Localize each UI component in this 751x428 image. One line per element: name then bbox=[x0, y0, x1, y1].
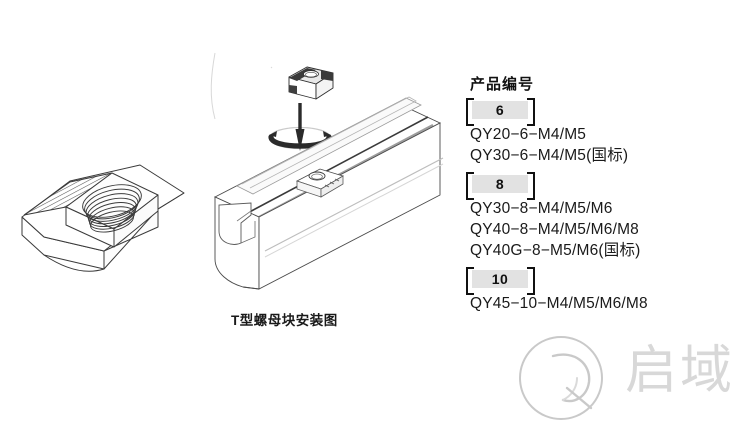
q-circle-logo-icon bbox=[519, 336, 603, 420]
slot-size-value: 8 bbox=[495, 176, 505, 192]
bracket-left-icon bbox=[466, 98, 474, 126]
spec-item: QY30−8−M4/M5/M6 bbox=[470, 200, 613, 217]
slot-size-tag-8: 8 bbox=[466, 172, 535, 200]
spec-group-10: 10 QY45−10−M4/M5/M6/M8 bbox=[466, 267, 740, 314]
diagram-caption: T型螺母块安装图 bbox=[231, 313, 338, 328]
faint-artifact bbox=[210, 52, 273, 120]
bracket-left-icon bbox=[466, 267, 474, 295]
t-nut-installation-drawing bbox=[185, 45, 450, 300]
slot-size-tag-6: 6 bbox=[466, 98, 535, 126]
bracket-right-icon bbox=[527, 172, 535, 200]
slot-size-tag-10: 10 bbox=[466, 267, 535, 295]
spec-item: QY30−6−M4/M5(国标) bbox=[470, 147, 629, 164]
spec-item: QY40G−8−M5/M6(国标) bbox=[470, 242, 641, 259]
bracket-right-icon bbox=[527, 98, 535, 126]
spec-group-8: 8 QY30−8−M4/M5/M6 QY40−8−M4/M5/M6/M8 QY4… bbox=[466, 172, 740, 261]
t-nut-isometric-drawing bbox=[8, 155, 198, 295]
aluminum-extrusion-profile bbox=[213, 96, 444, 290]
bracket-left-icon bbox=[466, 172, 474, 200]
bracket-right-icon bbox=[527, 267, 535, 295]
product-number-panel: 产品编号 6 QY20−6−M4/M5 QY30−6−M4/M5(国标) 8 Q… bbox=[466, 76, 740, 323]
spec-item: QY45−10−M4/M5/M6/M8 bbox=[470, 295, 648, 312]
t-nut-iso-svg bbox=[21, 164, 185, 272]
spec-item: QY20−6−M4/M5 bbox=[470, 126, 587, 143]
spec-group-6: 6 QY20−6−M4/M5 QY30−6−M4/M5(国标) bbox=[466, 98, 740, 166]
brand-watermark-text: 启域 bbox=[625, 341, 736, 401]
spec-item: QY40−8−M4/M5/M6/M8 bbox=[470, 221, 640, 238]
slot-size-value: 6 bbox=[495, 102, 505, 118]
slot-size-value: 10 bbox=[491, 271, 509, 287]
panel-title: 产品编号 bbox=[470, 76, 535, 93]
seated-nut-detail bbox=[295, 168, 344, 198]
installation-svg bbox=[210, 52, 444, 290]
brand-watermark: 启域 bbox=[505, 328, 745, 424]
small-nut-icon bbox=[288, 66, 334, 100]
